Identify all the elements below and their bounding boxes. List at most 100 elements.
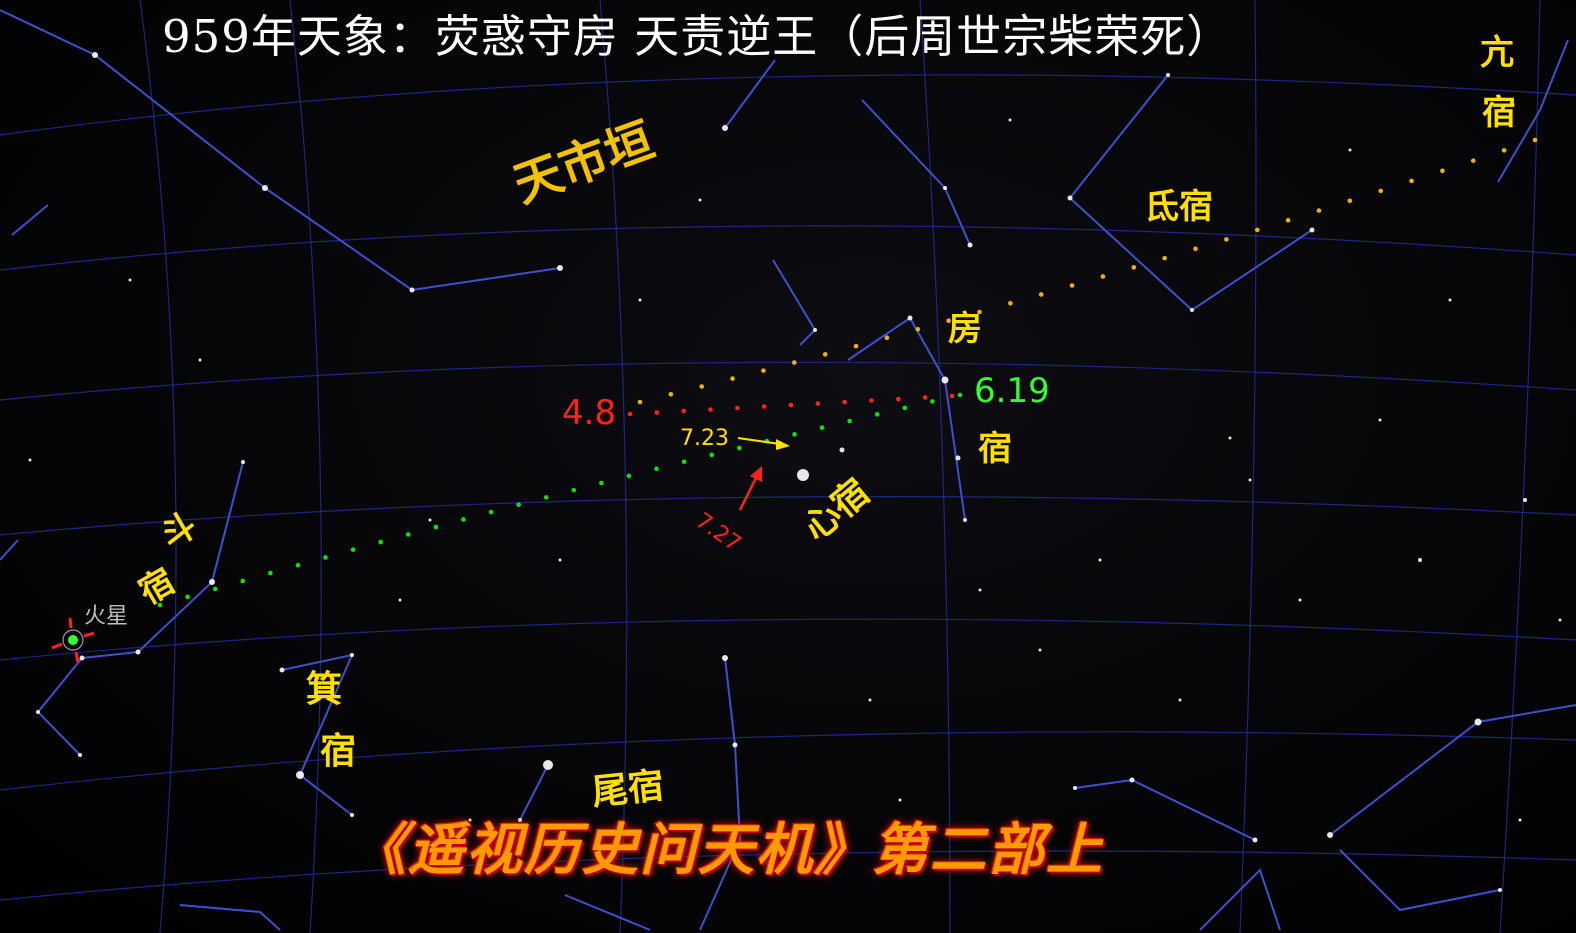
arrow-7-27 (738, 475, 759, 511)
constellation-line (1339, 849, 1501, 912)
star (1448, 298, 1452, 302)
path-dot-yellow (761, 368, 766, 373)
path-dot-red (708, 407, 713, 412)
star (1327, 832, 1333, 838)
grid-line (0, 225, 1576, 271)
star (978, 588, 982, 592)
path-dot-yellow (1532, 137, 1538, 143)
star (543, 760, 553, 770)
star (1523, 498, 1527, 502)
label-kang-2: 宿 (1482, 93, 1516, 133)
constellation-line (772, 259, 817, 346)
constellation-line (1329, 704, 1576, 836)
path-dot-green (461, 517, 466, 522)
path-dot-red (869, 398, 874, 403)
path-dot-yellow (853, 343, 859, 349)
path-dot-green (212, 586, 218, 592)
star (722, 655, 728, 661)
path-dot-green (930, 399, 935, 404)
star (92, 52, 98, 58)
star (943, 186, 947, 190)
path-dot-green (847, 418, 852, 424)
path-dot-red (681, 408, 686, 414)
path-dot-green (957, 392, 963, 398)
star (128, 278, 132, 282)
star (209, 579, 215, 585)
constellation-line (1068, 74, 1313, 312)
label-mars: 火星 (84, 604, 129, 629)
constellation-line (1497, 39, 1569, 183)
star (78, 753, 82, 757)
star (898, 798, 902, 802)
path-dot-yellow (699, 384, 705, 389)
date-7-23: 7.23 (680, 426, 729, 451)
grid-line (0, 74, 1576, 136)
star (135, 649, 141, 655)
path-dot-yellow (1069, 283, 1075, 288)
star (907, 315, 913, 321)
grid-line (1499, 0, 1541, 933)
path-dot-yellow (1409, 178, 1414, 184)
path-dot-green (323, 555, 328, 560)
path-dot-green (240, 578, 246, 584)
star (1178, 698, 1182, 702)
star (1518, 818, 1522, 822)
constellation-line (0, 539, 19, 561)
grid-line (0, 850, 1576, 901)
path-dot-green (902, 405, 908, 411)
grid-line (0, 496, 1576, 536)
mars-path-yellow (637, 137, 1538, 405)
constellation-lines (0, 9, 1576, 931)
mars-marker (51, 617, 95, 663)
path-dot-green (185, 594, 190, 600)
star (428, 518, 432, 522)
star (1190, 308, 1194, 312)
path-dot-yellow (1285, 217, 1291, 223)
path-dot-red (896, 396, 901, 402)
path-dot-green (157, 602, 163, 608)
star (241, 460, 245, 464)
star (967, 242, 973, 248)
label-fang-2: 宿 (978, 429, 1012, 469)
path-dot-green (599, 480, 604, 486)
constellation-line (519, 764, 549, 821)
star (557, 265, 563, 271)
star (638, 298, 642, 302)
path-dot-yellow (1501, 148, 1507, 153)
star (468, 818, 472, 822)
path-dot-green (819, 425, 825, 430)
date-arrows (737, 437, 790, 511)
constellation-line (861, 99, 971, 246)
label-kang-1: 亢 (1480, 33, 1514, 73)
star (262, 185, 268, 191)
star (558, 558, 562, 562)
constellation-line (847, 316, 966, 521)
path-dot-red (949, 393, 955, 399)
path-dot-yellow (1162, 255, 1167, 261)
star (722, 125, 728, 131)
path-dot-yellow (1224, 237, 1229, 242)
star (1252, 837, 1258, 843)
path-dot-yellow (1100, 274, 1106, 279)
star (1378, 418, 1382, 422)
star (1348, 148, 1352, 152)
star (279, 667, 285, 673)
star (398, 598, 402, 602)
path-dot-red (654, 410, 660, 415)
path-dot-green (350, 547, 356, 553)
star (36, 710, 40, 714)
path-dot-yellow (822, 352, 828, 357)
arrow-7-27-head (750, 466, 762, 482)
path-dot-yellow (1440, 168, 1445, 174)
star (1498, 888, 1502, 892)
star (1129, 777, 1135, 783)
star (296, 771, 304, 779)
path-dot-green (874, 412, 880, 417)
star (1073, 786, 1077, 790)
path-dot-yellow (1347, 198, 1353, 204)
path-dot-green (543, 495, 549, 500)
page-title: 959年天象：荧惑守房 天责逆王（后周世宗柴荣死） (162, 10, 1233, 63)
star (698, 198, 702, 202)
